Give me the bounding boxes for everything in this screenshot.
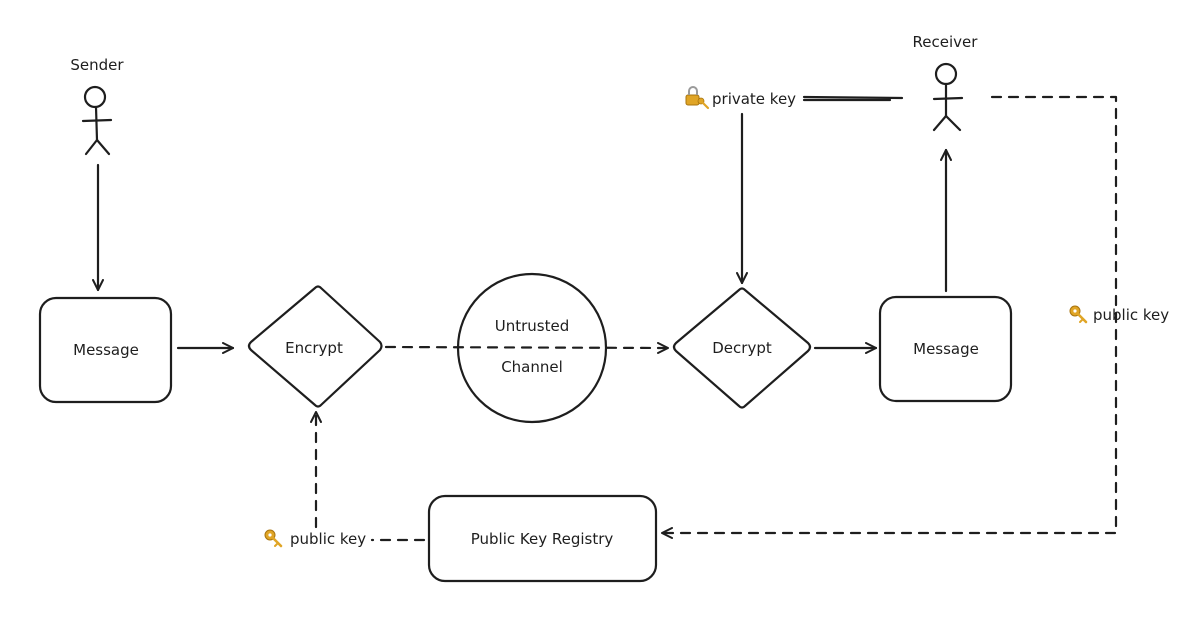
receiver-stick-figure-icon (932, 62, 964, 132)
message-left-label: Message (73, 341, 139, 359)
private-key-label-group: private key (685, 86, 796, 110)
message-box-right: Message (878, 295, 1013, 403)
public-key-right-label-group: public key (1069, 305, 1169, 324)
receiver-label: Receiver (913, 33, 979, 51)
public-key-registry-box: Public Key Registry (427, 494, 658, 583)
public-key-right-label: public key (1093, 306, 1169, 324)
decrypt-label: Decrypt (712, 339, 772, 357)
sender-stick-figure-icon (81, 85, 113, 156)
public-key-bottom-label-group: public key (264, 529, 366, 548)
channel-label-line2: Channel (501, 358, 563, 376)
public-key-bottom-label: public key (290, 530, 366, 548)
channel-label-line1: Untrusted (495, 317, 570, 335)
registry-label: Public Key Registry (471, 530, 614, 548)
receiver-private-key-link (802, 95, 904, 102)
message-box-left: Message (38, 296, 173, 404)
receiver-to-registry-dashed-arrow (660, 95, 1118, 539)
sender-label: Sender (70, 56, 124, 74)
receiver-actor: Receiver (913, 33, 979, 132)
encrypt-diamond: Encrypt (247, 285, 383, 408)
key-icon (1069, 305, 1088, 324)
encrypt-to-decrypt-dashed-arrow (384, 341, 670, 354)
decrypt-diamond: Decrypt (672, 287, 812, 409)
encrypt-label: Encrypt (285, 339, 343, 357)
lock-with-key-icon (685, 86, 710, 110)
message-right-label: Message (913, 340, 979, 358)
key-icon (264, 529, 283, 548)
sender-actor: Sender (70, 56, 124, 156)
private-key-label: private key (712, 90, 796, 108)
